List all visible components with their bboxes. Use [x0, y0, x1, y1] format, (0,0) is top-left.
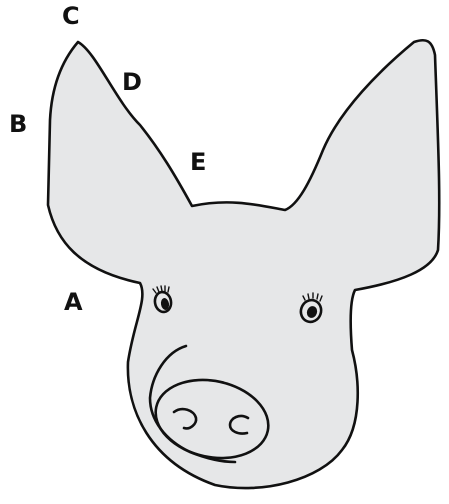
label-a: A — [64, 290, 83, 314]
label-e: E — [190, 150, 206, 174]
label-d: D — [122, 70, 142, 94]
pig-head-outline — [48, 40, 439, 488]
label-b: B — [9, 112, 27, 136]
label-c: C — [62, 4, 80, 28]
